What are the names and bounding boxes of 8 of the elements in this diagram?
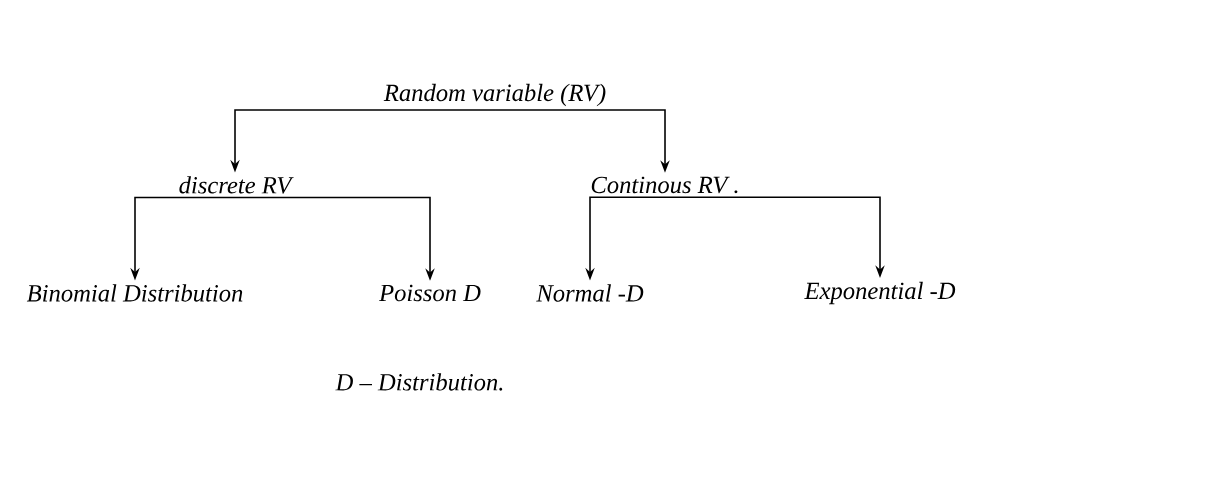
tree-label: Continous RV . xyxy=(591,176,738,194)
tree-label: Exponential -D xyxy=(804,281,956,305)
tree-label: Random variable (RV) xyxy=(383,83,606,107)
tree-label: Binomial Distribution xyxy=(26,284,243,302)
tree-label: Poisson D xyxy=(378,284,481,302)
note: D – Distribution. xyxy=(335,373,503,391)
tree-label: Normal -D xyxy=(536,284,644,302)
tree-label: discrete RV xyxy=(179,176,294,194)
